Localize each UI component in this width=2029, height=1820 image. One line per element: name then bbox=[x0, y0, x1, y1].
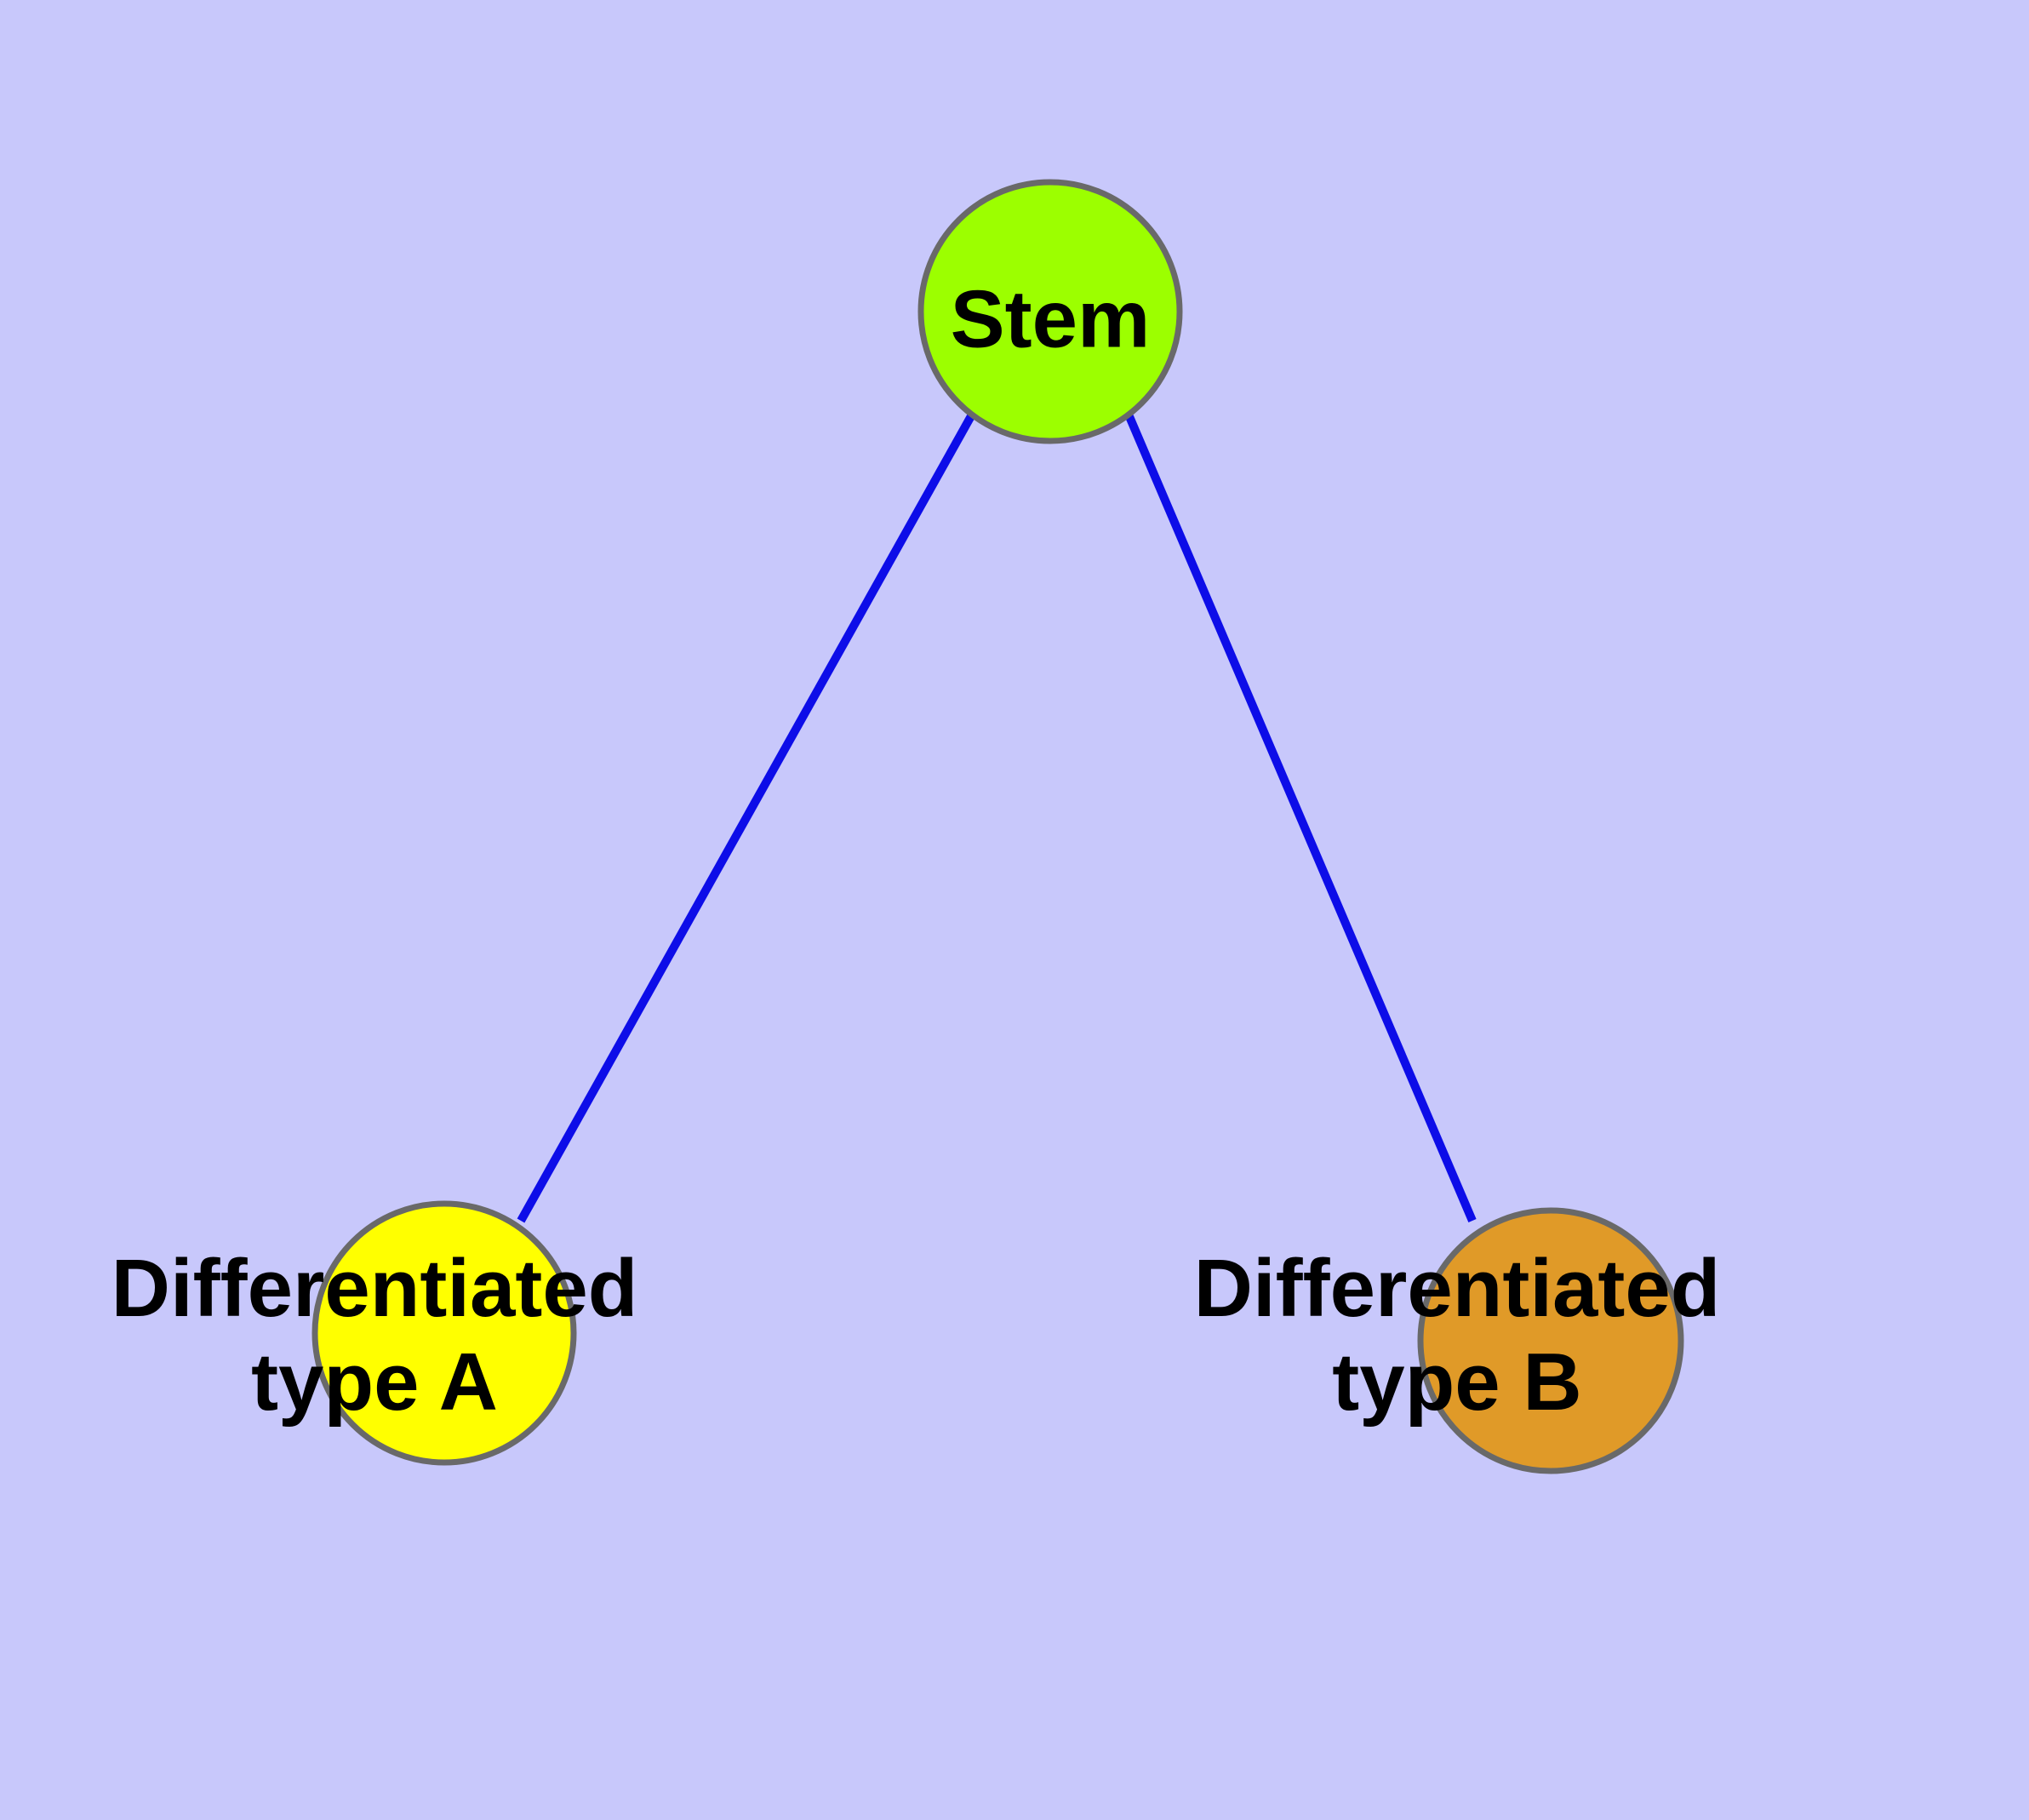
node-differentiated-type-a-label-line2: type A bbox=[251, 1336, 498, 1428]
node-differentiated-type-a-label-line1: Differentiated bbox=[111, 1243, 638, 1334]
node-stem-circle[interactable] bbox=[917, 179, 1183, 444]
node-differentiated-type-b-label-line2: type B bbox=[1332, 1336, 1581, 1428]
node-differentiated-type-b-circle[interactable] bbox=[1417, 1207, 1684, 1474]
node-stem-label: Stem bbox=[951, 273, 1151, 364]
edges-group bbox=[517, 412, 1477, 1223]
node-differentiated-type-a[interactable]: Differentiated type A bbox=[111, 1200, 638, 1466]
nodes-group: Stem Differentiated type A Differentiate… bbox=[111, 179, 1721, 1474]
node-stem[interactable]: Stem bbox=[917, 179, 1183, 444]
edge-stem-to-differentiated-type-b bbox=[1124, 413, 1477, 1222]
node-differentiated-type-a-circle[interactable] bbox=[311, 1200, 577, 1466]
edge-stem-to-differentiated-type-a bbox=[517, 412, 976, 1223]
node-differentiated-type-b[interactable]: Differentiated type B bbox=[1194, 1207, 1721, 1474]
node-differentiated-type-b-label-line1: Differentiated bbox=[1194, 1243, 1721, 1334]
